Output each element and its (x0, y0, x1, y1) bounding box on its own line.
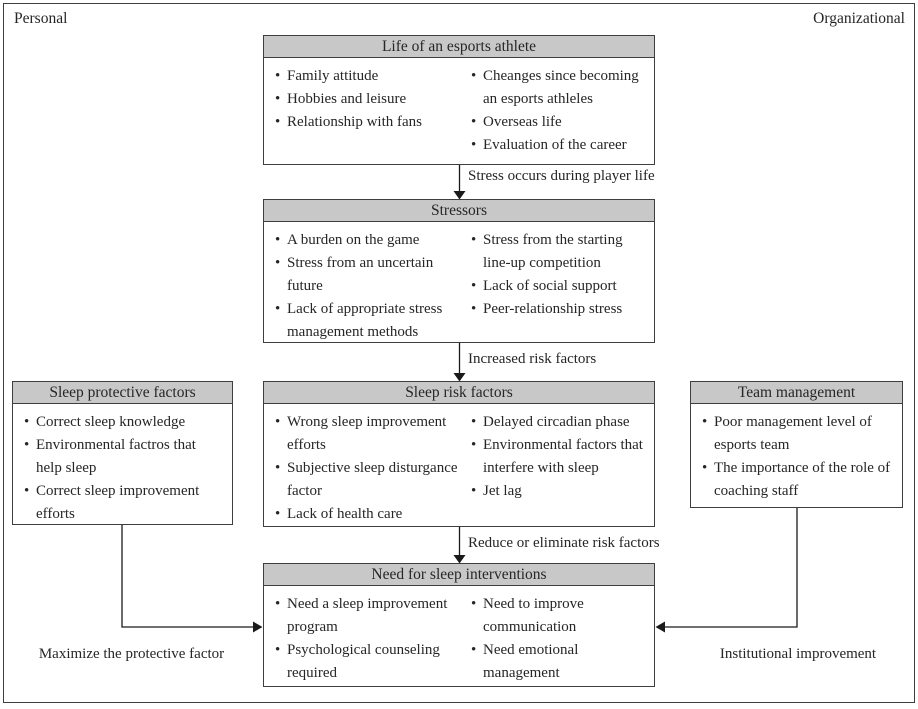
box-life-title: Life of an esports athlete (264, 36, 654, 58)
box-stressors-title: Stressors (264, 200, 654, 222)
box-sleep-risk-factors: Sleep risk factors Wrong sleep improveme… (263, 381, 655, 527)
box-protective-title: Sleep protective factors (13, 382, 232, 404)
personal-label: Personal (14, 10, 68, 27)
box-risk-column-2: Delayed circadian phase Environmental fa… (470, 411, 650, 526)
list-item: Stress from an uncertain future (274, 252, 470, 298)
box-life-of-esports-athlete: Life of an esports athlete Family attitu… (263, 35, 655, 165)
box-interventions-body: Need a sleep improvement program Psychol… (264, 586, 654, 685)
list-item: Hobbies and leisure (274, 88, 470, 111)
list-item: Correct sleep improvement efforts (23, 480, 221, 526)
list-item: A burden on the game (274, 229, 470, 252)
list-item: Subjective sleep disturgance factor (274, 457, 470, 503)
box-interventions-title: Need for sleep interventions (264, 564, 654, 586)
box-risk-body: Wrong sleep improvement efforts Subjecti… (264, 404, 654, 526)
list-item: Peer-relationship stress (470, 298, 650, 321)
box-life-column-2: Cheanges since becoming an esports athle… (470, 65, 650, 157)
box-stressors: Stressors A burden on the game Stress fr… (263, 199, 655, 343)
box-interventions-column-2: Need to improve communication Need emoti… (470, 593, 622, 685)
arrow-label-institutional-improvement: Institutional improvement (719, 646, 877, 662)
list-item: Overseas life (470, 111, 650, 134)
list-item: Need to improve communication (470, 593, 622, 639)
box-stressors-column-1: A burden on the game Stress from an unce… (274, 229, 470, 344)
list-item: Cheanges since becoming an esports athle… (470, 65, 650, 111)
box-team-list: Poor management level of esports team Th… (701, 411, 899, 503)
box-team-title: Team management (691, 382, 902, 404)
list-item: Evaluation of the career (470, 134, 650, 157)
list-item: Need a sleep improvement program (274, 593, 470, 639)
list-item: Lack of social support (470, 275, 650, 298)
list-item: Environmental factors that interfere wit… (470, 434, 650, 480)
box-life-column-1: Family attitude Hobbies and leisure Rela… (274, 65, 470, 157)
list-item: Stress from the starting line-up competi… (470, 229, 650, 275)
list-item: Wrong sleep improvement efforts (274, 411, 470, 457)
box-life-body: Family attitude Hobbies and leisure Rela… (264, 58, 654, 157)
box-interventions-column-1: Need a sleep improvement program Psychol… (274, 593, 470, 685)
arrow-label-maximize-protective: Maximize the protective factor (38, 646, 225, 662)
list-item: Relationship with fans (274, 111, 470, 134)
list-item: Jet lag (470, 480, 650, 503)
list-item: Poor management level of esports team (701, 411, 899, 457)
box-team-body: Poor management level of esports team Th… (691, 404, 902, 503)
arrow-label-stress-occurs: Stress occurs during player life (468, 168, 655, 184)
box-need-for-sleep-interventions: Need for sleep interventions Need a slee… (263, 563, 655, 687)
arrow-label-increased-risk: Increased risk factors (468, 351, 597, 367)
box-team-management: Team management Poor management level of… (690, 381, 903, 508)
list-item: Psychological counseling required (274, 639, 470, 685)
list-item: Need emotional management (470, 639, 622, 685)
list-item: Lack of health care (274, 503, 470, 526)
box-protective-body: Correct sleep knowledge Environmental fa… (13, 404, 232, 526)
box-sleep-protective-factors: Sleep protective factors Correct sleep k… (12, 381, 233, 525)
list-item: Environmental factros that help sleep (23, 434, 221, 480)
box-stressors-body: A burden on the game Stress from an unce… (264, 222, 654, 344)
outer-frame (3, 3, 915, 703)
box-stressors-column-2: Stress from the starting line-up competi… (470, 229, 650, 344)
list-item: The importance of the role of coaching s… (701, 457, 899, 503)
list-item: Lack of appropriate stress management me… (274, 298, 470, 344)
organizational-label: Organizational (813, 10, 905, 27)
box-risk-title: Sleep risk factors (264, 382, 654, 404)
box-risk-column-1: Wrong sleep improvement efforts Subjecti… (274, 411, 470, 526)
box-protective-list: Correct sleep knowledge Environmental fa… (23, 411, 221, 526)
list-item: Delayed circadian phase (470, 411, 650, 434)
list-item: Correct sleep knowledge (23, 411, 221, 434)
arrow-label-reduce-risk: Reduce or eliminate risk factors (468, 535, 660, 551)
list-item: Family attitude (274, 65, 470, 88)
